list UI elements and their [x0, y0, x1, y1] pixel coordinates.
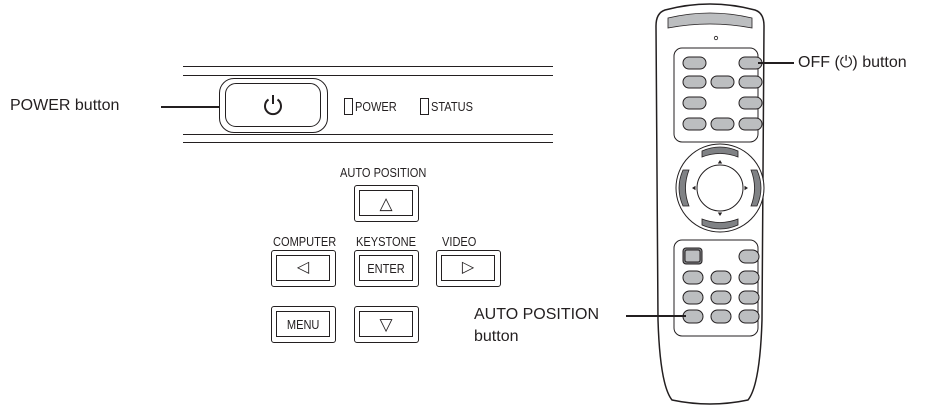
panel-top-edge — [183, 66, 553, 68]
auto-position-callout-leader — [626, 315, 686, 317]
remote-button — [710, 309, 732, 324]
down-key-face: ▽ — [359, 311, 413, 337]
remote-button — [682, 290, 704, 305]
remote-button — [682, 270, 704, 285]
up-key[interactable]: △ — [354, 185, 419, 222]
remote-button — [682, 96, 707, 110]
remote-indicator-dot — [713, 35, 719, 41]
right-arrow-icon: ▷ — [461, 259, 475, 276]
remote-dpad-arrows — [692, 160, 748, 216]
down-key[interactable]: ▽ — [354, 306, 419, 343]
right-key[interactable]: ▷ — [436, 250, 501, 287]
remote-button — [710, 270, 732, 285]
remote-button — [682, 56, 707, 70]
power-indicator-led — [344, 98, 353, 115]
remote-button — [710, 117, 735, 131]
remote-upper-frame — [673, 47, 759, 143]
panel-bottom-edge — [183, 134, 553, 136]
remote-lower-frame — [673, 239, 759, 337]
remote-dpad-down — [701, 218, 739, 230]
remote-control — [655, 3, 765, 405]
power-callout-leader — [161, 106, 219, 108]
remote-button — [738, 270, 760, 285]
computer-key-label: COMPUTER — [273, 234, 337, 249]
status-indicator-led — [420, 98, 429, 115]
keystone-key-label: KEYSTONE — [356, 234, 416, 249]
remote-dpad-left — [678, 169, 690, 207]
power-button-inner — [225, 83, 321, 127]
power-button[interactable] — [219, 78, 328, 133]
remote-dpad-arrow-down-icon — [717, 212, 723, 216]
off-button-callout: OFF (⏻) button — [798, 54, 907, 71]
remote-upper-buttons — [682, 56, 763, 131]
remote-dpad-up — [701, 146, 739, 158]
remote-dpad-arrow-up-icon — [717, 160, 723, 164]
enter-key[interactable]: ENTER — [354, 250, 419, 287]
auto-position-key-label: AUTO POSITION — [340, 165, 427, 180]
remote-button — [710, 290, 732, 305]
auto-position-callout-line1: AUTO POSITION — [474, 306, 600, 323]
remote-button — [738, 309, 760, 324]
status-indicator-label: STATUS — [431, 99, 473, 114]
left-key-face: ◁ — [276, 255, 330, 281]
power-button-callout: POWER button — [10, 97, 120, 114]
power-indicator-label: POWER — [355, 99, 397, 114]
left-key[interactable]: ◁ — [271, 250, 336, 287]
remote-dpad-center — [696, 164, 744, 212]
panel-top-edge-2 — [183, 75, 553, 77]
auto-position-callout-line2: button — [474, 328, 519, 345]
remote-button-auto-position — [682, 309, 704, 324]
enter-key-face: ENTER — [359, 255, 413, 281]
remote-button — [738, 75, 763, 89]
remote-button — [738, 117, 763, 131]
remote-button — [738, 290, 760, 305]
remote-dpad-arrow-right-icon — [744, 185, 748, 191]
remote-dpad-right — [750, 169, 762, 207]
down-arrow-icon: ▽ — [379, 314, 393, 334]
remote-button — [738, 249, 760, 264]
remote-button — [682, 75, 707, 89]
enter-key-label: ENTER — [367, 260, 405, 276]
remote-button — [684, 249, 701, 263]
remote-button — [710, 75, 735, 89]
remote-lower-buttons — [682, 247, 760, 324]
up-arrow-icon: △ — [379, 193, 393, 213]
remote-dpad-arrow-left-icon — [692, 185, 696, 191]
video-key-label: VIDEO — [442, 234, 477, 249]
power-icon — [264, 95, 282, 116]
remote-ir-window — [667, 12, 753, 29]
remote-button — [682, 117, 707, 131]
menu-key-face: MENU — [276, 311, 330, 337]
off-callout-leader — [758, 62, 794, 64]
menu-key-label: MENU — [286, 316, 320, 332]
right-key-face: ▷ — [441, 255, 495, 281]
up-key-face: △ — [359, 190, 413, 216]
panel-bottom-edge-2 — [183, 142, 553, 144]
menu-key[interactable]: MENU — [271, 306, 336, 343]
left-arrow-icon: ◁ — [296, 259, 310, 276]
remote-button — [738, 96, 763, 110]
